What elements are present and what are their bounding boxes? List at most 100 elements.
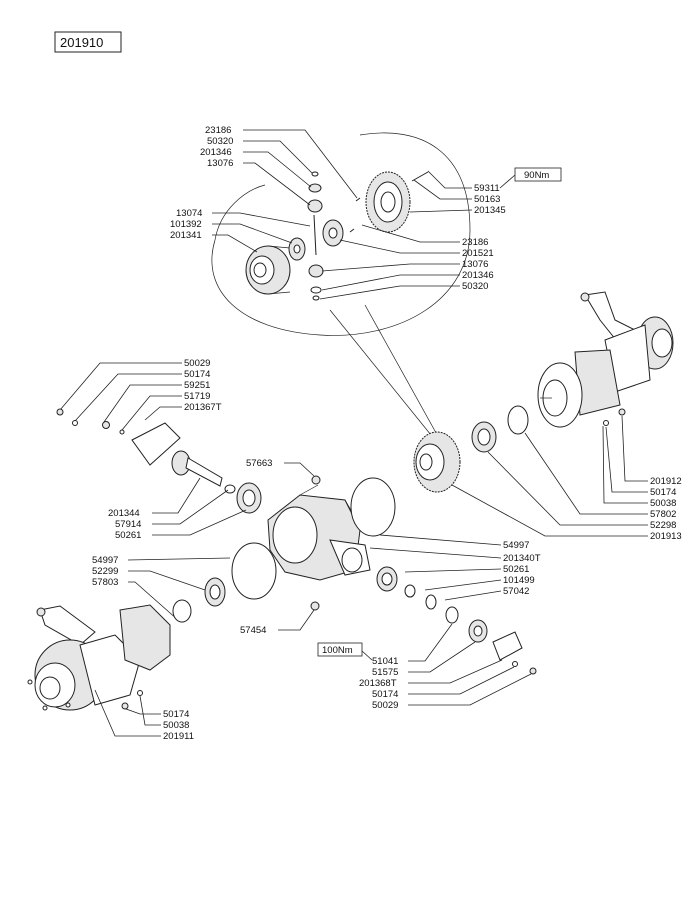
part-callout-50174: 50174 — [650, 487, 676, 498]
part-callout-201367T: 201367T — [184, 402, 222, 413]
differential-case — [245, 245, 291, 295]
part-callout-50029: 50029 — [372, 700, 398, 711]
part-callout-51041: 51041 — [372, 656, 398, 667]
diagram-id: 201910 — [60, 35, 103, 50]
ring-gear-main — [413, 431, 461, 493]
part-callout-50029: 50029 — [184, 358, 210, 369]
oring-center-right — [350, 477, 396, 537]
leader-housing-top — [284, 462, 315, 477]
ring-57042 — [425, 594, 437, 610]
part-callout-51719: 51719 — [184, 391, 210, 402]
callouts-right-stack: 54997 201340T 50261 101499 57042 — [369, 534, 541, 601]
pin-detail-2 — [349, 228, 355, 233]
part-callout-52299: 52299 — [92, 566, 118, 577]
part-callout-201521: 201521 — [462, 248, 494, 259]
part-callout-57914: 57914 — [115, 519, 141, 530]
part-callout-50174: 50174 — [184, 369, 210, 380]
part-callout-23186: 23186 — [205, 125, 231, 136]
callout-housing-bottom: 57454 — [240, 625, 266, 636]
final-drive-right — [537, 291, 674, 428]
part-callout-59251: 59251 — [184, 380, 210, 391]
washer-left-1 — [72, 420, 78, 426]
oring-left — [172, 599, 192, 623]
part-callout-50038: 50038 — [650, 498, 676, 509]
part-callout-50261: 50261 — [115, 530, 141, 541]
cover-plate — [131, 422, 181, 466]
callouts-top-left: 23186 50320 201346 13076 13074 101392 20… — [170, 125, 358, 253]
part-callout-201344: 201344 — [108, 508, 140, 519]
part-callout-201368T: 201368T — [359, 678, 397, 689]
side-gear-small — [288, 237, 306, 261]
part-callout-90Nm: 90Nm — [524, 170, 549, 181]
part-callout-57042: 57042 — [503, 586, 529, 597]
callouts-left-group: 50029 50174 59251 51719 201367T — [59, 358, 222, 431]
bolt-upper-right — [618, 408, 626, 416]
detail-bubble-outline — [211, 132, 471, 336]
callouts-top-right: 90Nm 59311 50163 201345 23186 201521 130… — [319, 167, 562, 300]
bearing-right — [471, 421, 497, 453]
washer-upper-right — [603, 420, 609, 426]
part-callout-52298: 52298 — [650, 520, 676, 531]
part-callout-201346: 201346 — [462, 270, 494, 281]
screw-left-1 — [56, 408, 64, 416]
ring-51041 — [445, 606, 459, 624]
part-callout-54997: 54997 — [503, 540, 529, 551]
part-callout-201913: 201913 — [650, 531, 682, 542]
bolt-detail — [411, 171, 429, 182]
ring-101499 — [404, 584, 416, 598]
part-callout-201346: 201346 — [200, 147, 232, 158]
plug-left — [102, 421, 110, 429]
part-callout-59311: 59311 — [474, 183, 500, 194]
part-callout-201911: 201911 — [163, 731, 194, 742]
washer-lower-left — [137, 690, 143, 696]
plate-201368T — [492, 631, 523, 661]
detail-leader-2 — [364, 304, 441, 441]
part-callout-50038: 50038 — [163, 720, 189, 731]
part-callout-13076: 13076 — [207, 158, 233, 169]
bearing-center-right — [376, 566, 398, 592]
callouts-pinion: 201344 57914 50261 — [108, 477, 247, 541]
callout-housing-top: 57663 — [246, 458, 272, 469]
washer-lower-right — [512, 661, 518, 667]
part-callout-100Nm: 100Nm — [322, 645, 353, 656]
pin-detail-1 — [355, 197, 361, 202]
pinion-bearing — [236, 482, 262, 514]
part-callout-201340T: 201340T — [503, 553, 541, 564]
bearing-left — [204, 577, 226, 607]
callouts-lower-left: 50174 50038 201911 — [94, 689, 194, 742]
part-callout-201912: 201912 — [650, 476, 682, 487]
part-callout-50320: 50320 — [462, 281, 488, 292]
housing-plug-bottom — [310, 601, 320, 611]
part-callout-50174: 50174 — [163, 709, 189, 720]
washer-left-2 — [119, 429, 125, 435]
part-callout-101499: 101499 — [503, 575, 535, 586]
torque-box-bottom — [317, 642, 363, 657]
detail-leader-1 — [329, 309, 436, 441]
part-callout-201345: 201345 — [474, 205, 506, 216]
part-callout-23186: 23186 — [462, 237, 488, 248]
part-callout-54997: 54997 — [92, 555, 118, 566]
spider-shaft — [307, 171, 324, 301]
oring-right — [507, 405, 529, 435]
axle-housing — [267, 484, 371, 581]
part-callout-101392: 101392 — [170, 219, 202, 230]
part-callout-50320: 50320 — [207, 136, 233, 147]
callouts-upper-right: 201912 50174 50038 57802 52298 201913 — [451, 415, 682, 542]
flange-lower-right — [468, 619, 488, 643]
part-callout-13074: 13074 — [176, 208, 202, 219]
final-drive-left — [27, 604, 171, 711]
callouts-lower-right: 100Nm 51041 51575 201368T 50174 50029 — [317, 623, 532, 711]
part-callout-50261: 50261 — [503, 564, 529, 575]
part-callout-201341: 201341 — [170, 230, 202, 241]
part-callout-57803: 57803 — [92, 577, 118, 588]
part-callout-51575: 51575 — [372, 667, 398, 678]
part-callout-50174: 50174 — [372, 689, 398, 700]
spider-gear — [322, 219, 344, 247]
housing-plug-top — [311, 475, 321, 485]
part-callout-57802: 57802 — [650, 509, 676, 520]
torque-box-top — [514, 167, 562, 182]
ring-gear-detail — [365, 171, 411, 233]
pinion-shaft — [171, 450, 236, 494]
part-callout-50163: 50163 — [474, 194, 500, 205]
